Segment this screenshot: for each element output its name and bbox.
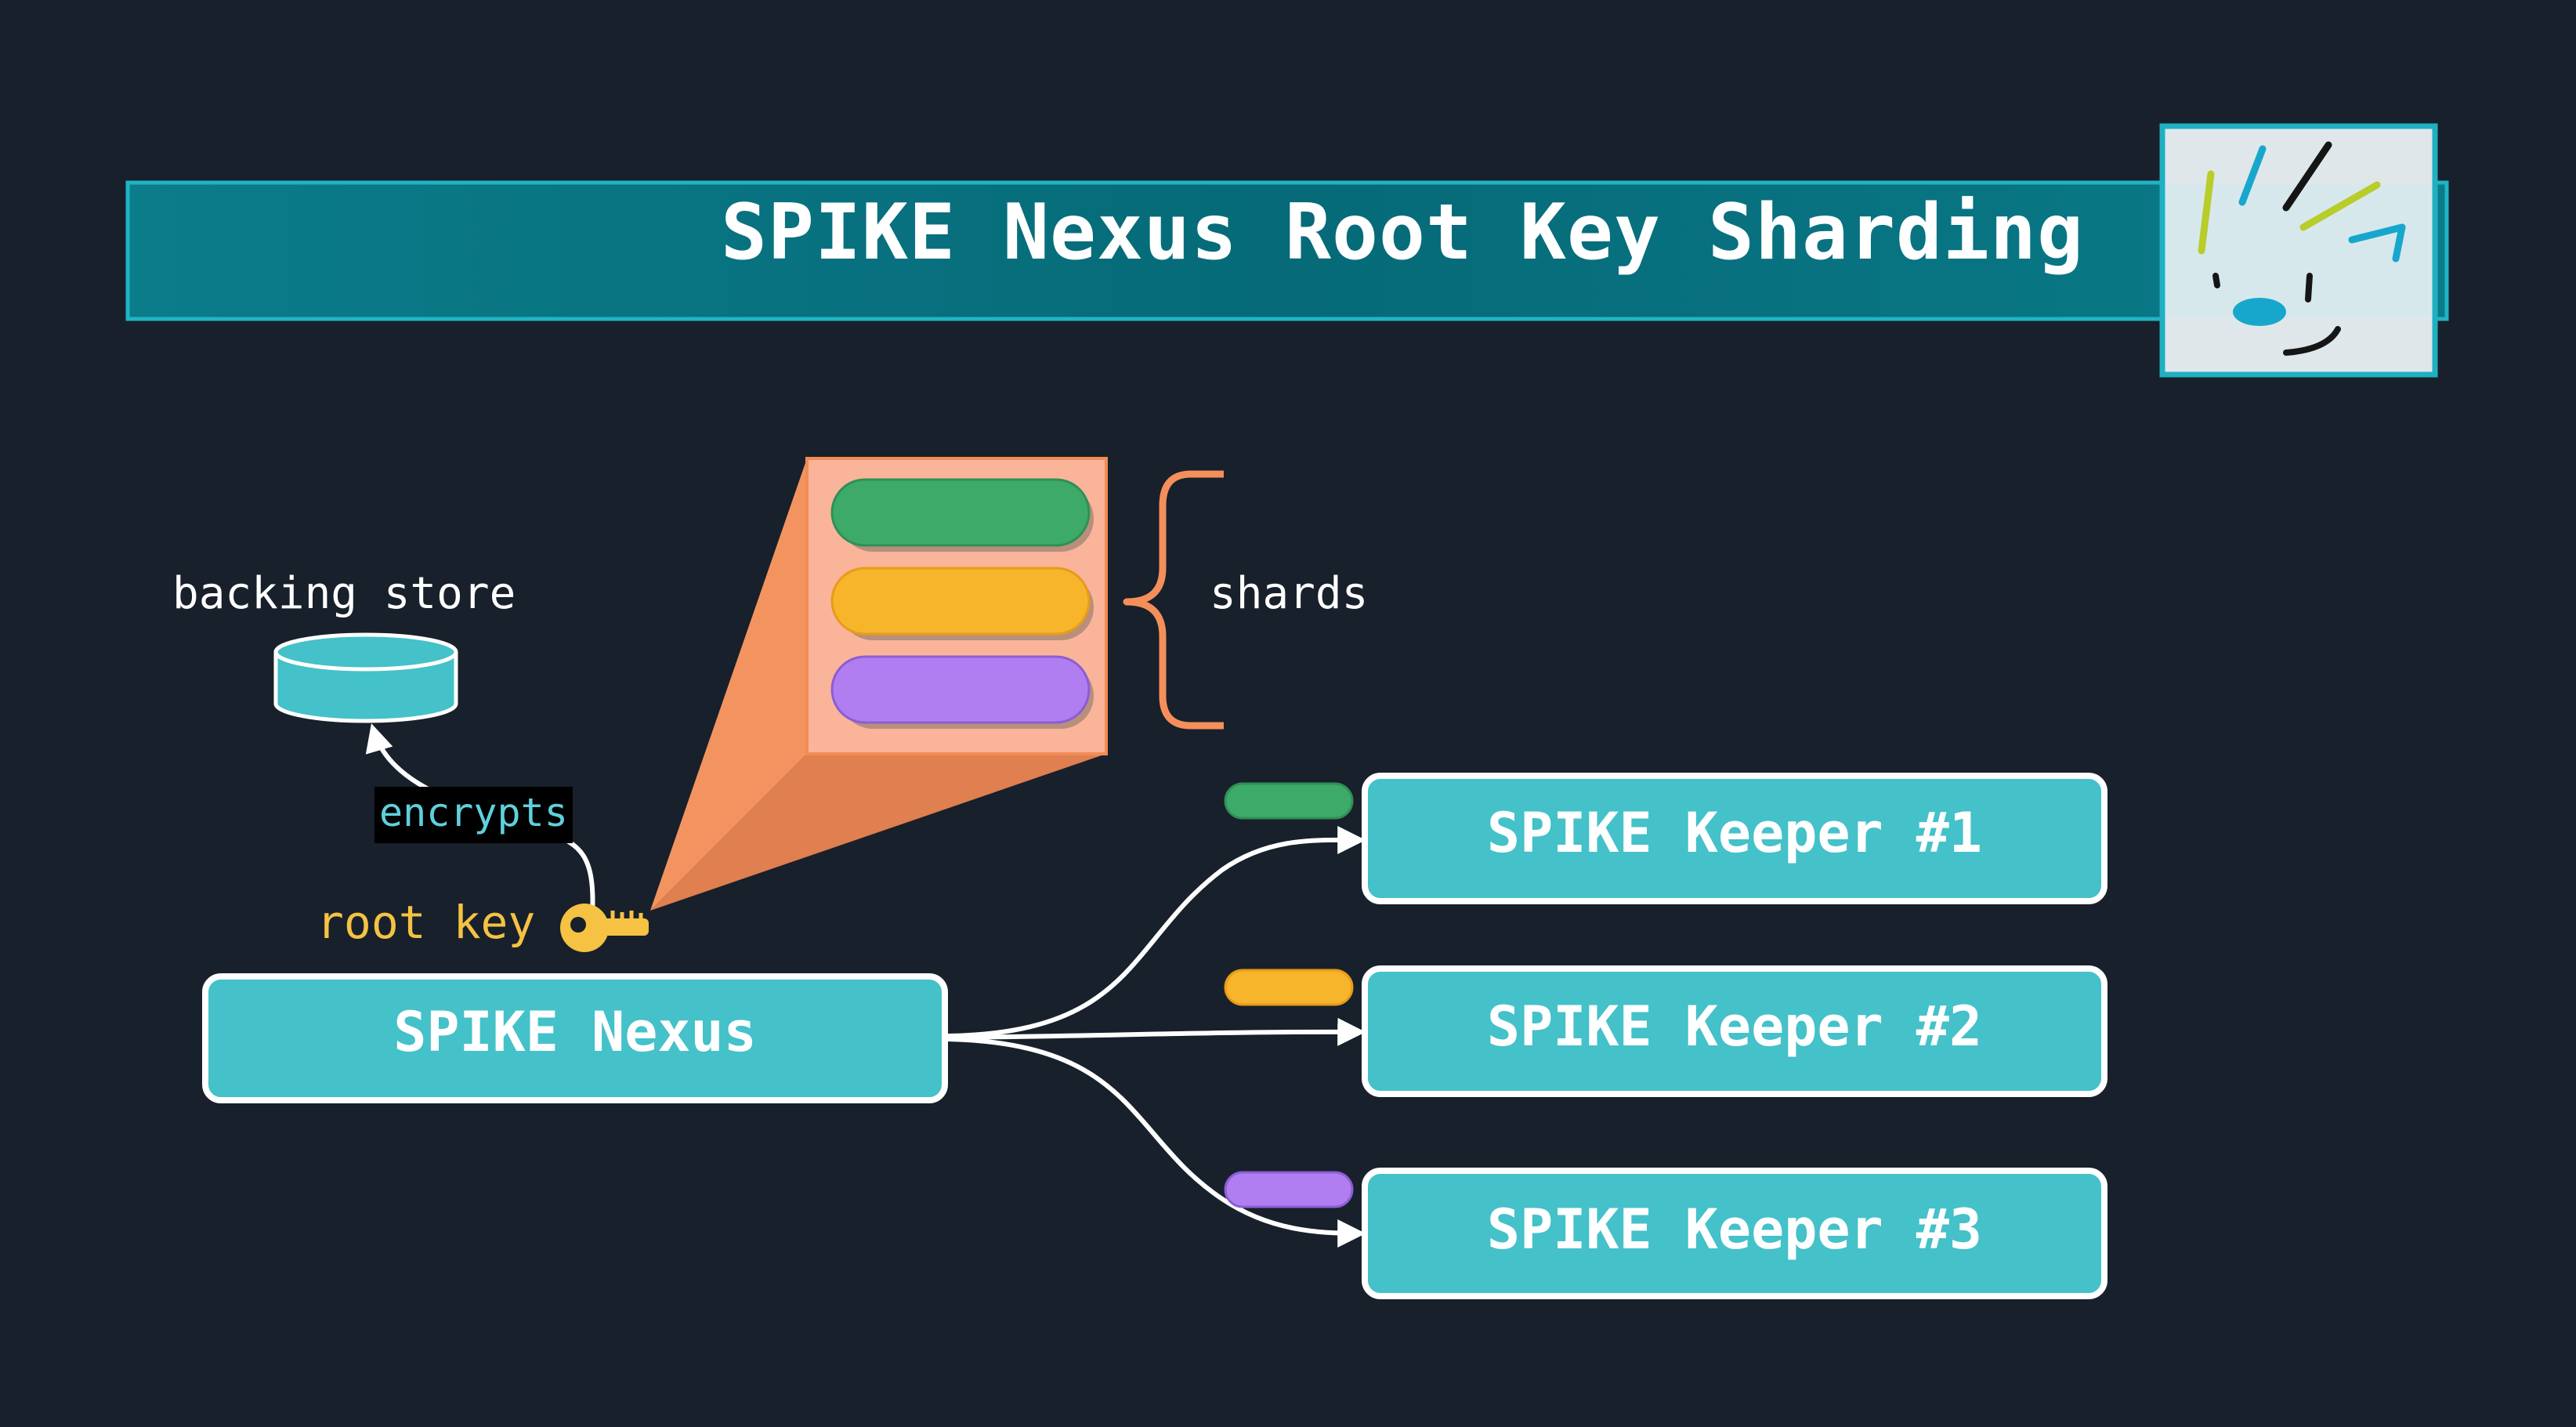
edge-nexus-keeper-3 bbox=[947, 1037, 1366, 1248]
edge-nexus-keeper-1 bbox=[947, 825, 1366, 1038]
spike-nexus-label: SPIKE Nexus bbox=[393, 1000, 757, 1064]
keeper-1-label: SPIKE Keeper #1 bbox=[1486, 801, 1983, 865]
diagram-title: SPIKE Nexus Root Key Sharding bbox=[720, 188, 2084, 277]
zoom-wedge-bottom bbox=[650, 754, 1106, 911]
root-key-label: root key bbox=[317, 896, 536, 949]
keeper-2-shard bbox=[1224, 969, 1354, 1006]
spike-nexus-box bbox=[202, 973, 948, 1103]
logo-face-icon bbox=[2159, 123, 2438, 378]
keeper-3-label: SPIKE Keeper #3 bbox=[1486, 1197, 1983, 1262]
zoom-wedge-left bbox=[650, 458, 807, 911]
shard-pill-yellow bbox=[830, 567, 1094, 640]
brace-icon bbox=[1123, 470, 1224, 730]
keeper-1-shard bbox=[1224, 782, 1354, 820]
shards-label: shards bbox=[1210, 568, 1369, 619]
shard-pill-purple bbox=[830, 655, 1094, 729]
key-icon bbox=[560, 904, 649, 952]
shard-pill-green bbox=[830, 478, 1094, 552]
keeper-2-label: SPIKE Keeper #2 bbox=[1486, 994, 1983, 1059]
title-banner bbox=[125, 180, 2449, 321]
edge-nexus-keeper-2 bbox=[947, 1017, 1366, 1046]
keeper-3-shard bbox=[1224, 1171, 1354, 1208]
backing-store-label: backing store bbox=[172, 568, 516, 619]
database-icon bbox=[273, 632, 458, 723]
encrypts-label: encrypts bbox=[374, 787, 573, 843]
